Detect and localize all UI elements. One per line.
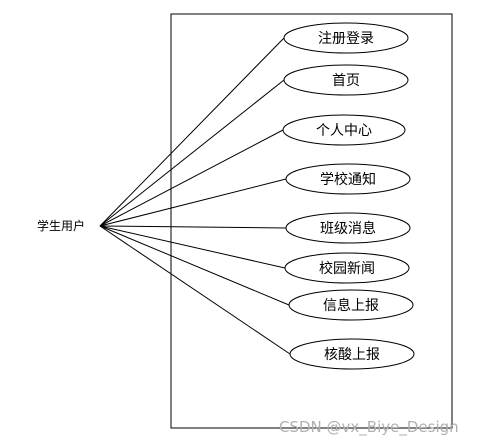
use-case-label: 班级消息 <box>320 220 376 237</box>
connector-line <box>99 37 285 227</box>
connector-line <box>99 225 287 229</box>
use-case-ellipse <box>288 289 414 321</box>
use-case-ellipse <box>283 22 409 54</box>
use-case-label: 学校通知 <box>320 171 376 188</box>
use-case: 信息上报 <box>288 289 414 321</box>
use-case: 校园新闻 <box>284 252 410 284</box>
connector-line <box>99 225 290 306</box>
use-case: 注册登录 <box>283 22 409 54</box>
use-case-label: 信息上报 <box>323 297 379 314</box>
use-case-ellipse <box>282 114 406 146</box>
connector-line <box>99 225 286 269</box>
use-case-ellipse <box>284 252 410 284</box>
use-case: 个人中心 <box>282 114 406 146</box>
use-case-label: 注册登录 <box>318 31 374 47</box>
use-case-label: 校园新闻 <box>319 260 375 277</box>
use-case-label: 个人中心 <box>316 123 372 139</box>
connectors <box>99 37 291 355</box>
connector-line <box>99 79 285 227</box>
use-case: 学校通知 <box>285 163 411 195</box>
use-case-ellipse <box>289 338 415 370</box>
use-case: 首页 <box>283 64 409 96</box>
use-case: 核酸上报 <box>289 338 415 370</box>
system-boundary <box>170 13 453 429</box>
connector-line <box>99 178 287 227</box>
connector-line <box>99 129 284 227</box>
connector-line <box>99 225 291 355</box>
use-case-label: 首页 <box>332 73 360 89</box>
actor-label: 学生用户 <box>37 218 85 233</box>
watermark: CSDN @vx_Biye_Design <box>279 418 459 437</box>
use-case: 班级消息 <box>285 212 411 244</box>
use-case-ellipse <box>283 64 409 96</box>
use-case-ellipse <box>285 163 411 195</box>
use-case-label: 核酸上报 <box>324 347 380 363</box>
use-case-ellipse <box>285 212 411 244</box>
